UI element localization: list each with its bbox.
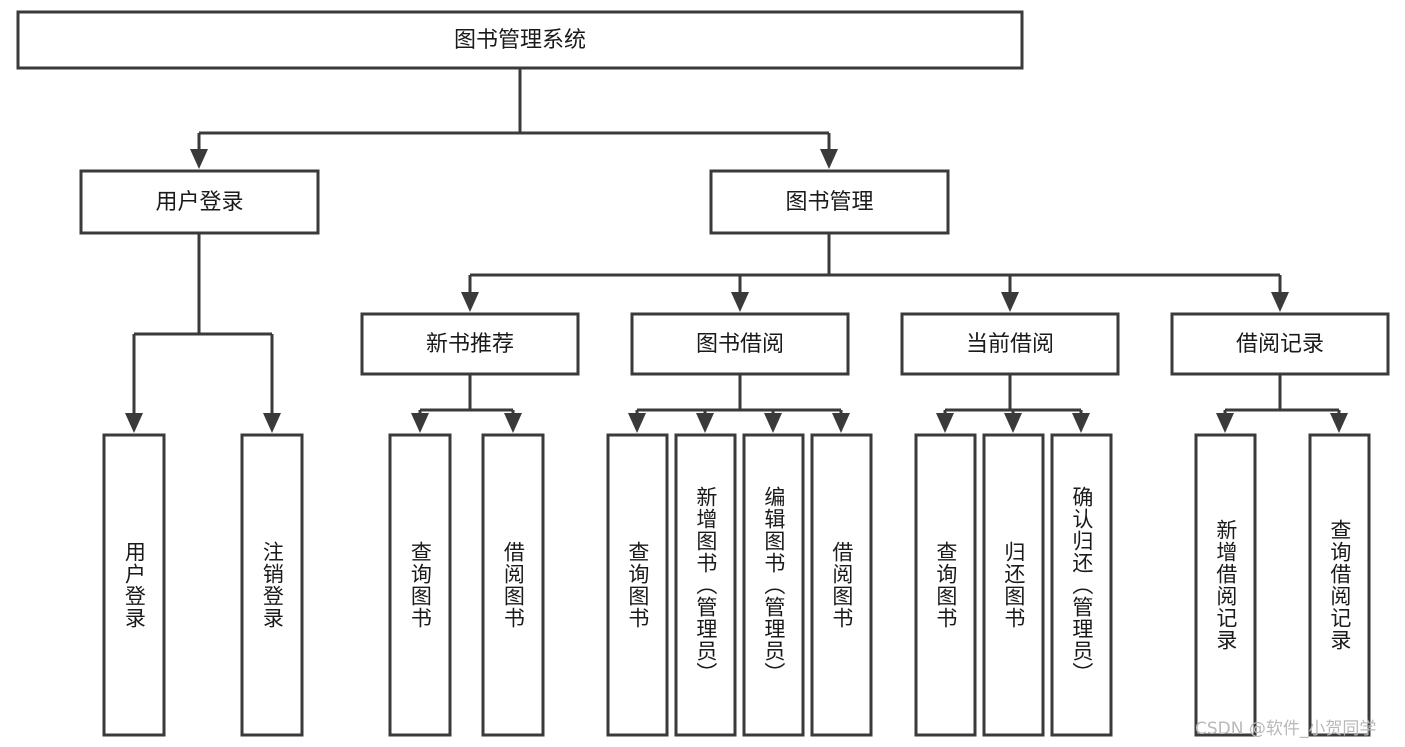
node-box-leaf-query-borrow-record [1308,433,1371,737]
arrow-head-icon [1216,413,1234,433]
node-box-borrow-record [1170,312,1390,376]
arrow-head-icon [263,413,281,433]
node-label-root: 图书管理系统 [454,28,586,53]
node-box-leaf-add-book-admin [674,433,737,737]
csdn-watermark: CSDN @软件_小贺同学 [1195,719,1377,739]
node-box-book-borrow [630,312,850,376]
arrow-head-icon [1271,292,1289,312]
node-box-user-login [79,169,320,235]
node-label-borrow-record: 借阅记录 [1236,332,1324,357]
arrow-head-icon [832,413,850,433]
node-box-root [16,10,1024,70]
node-label-book-manage: 图书管理 [785,190,873,215]
node-box-book-manage [709,169,950,235]
arrow-head-icon [764,413,782,433]
arrow-head-icon [820,149,838,169]
node-box-new-book-recommend [360,312,580,376]
arrow-head-icon [1004,413,1022,433]
arrow-head-icon [628,413,646,433]
node-label-book-borrow: 图书借阅 [696,332,784,357]
node-box-leaf-user-login [102,433,166,737]
arrow-head-icon [1330,413,1348,433]
arrow-head-icon [190,149,208,169]
node-box-leaf-logout [240,433,304,737]
node-box-leaf-add-borrow-record [1194,433,1257,737]
node-box-leaf-return-book [982,433,1045,737]
arrow-head-icon [461,292,479,312]
node-box-current-borrow [900,312,1120,376]
node-box-leaf-query-book-current [914,433,977,737]
arrow-head-icon [696,413,714,433]
arrow-head-icon [936,413,954,433]
node-box-leaf-confirm-return-admin [1050,433,1113,737]
node-box-leaf-query-book-rec [388,433,452,737]
arrow-head-icon [411,413,429,433]
arrow-head-icon [504,413,522,433]
node-label-current-borrow: 当前借阅 [966,332,1054,357]
node-label-new-book-recommend: 新书推荐 [426,332,514,357]
arrow-head-icon [1072,413,1090,433]
node-box-leaf-borrow-book [810,433,873,737]
node-box-leaf-borrow-book-rec [481,433,545,737]
arrow-head-icon [1001,292,1019,312]
node-box-leaf-edit-book-admin [742,433,805,737]
node-boxes-layer [16,10,1390,737]
arrow-head-icon [731,292,749,312]
arrow-head-icon [125,413,143,433]
node-label-user-login: 用户登录 [155,190,243,215]
connectors-layer [125,68,1348,433]
node-box-leaf-query-book-borrow [606,433,669,737]
